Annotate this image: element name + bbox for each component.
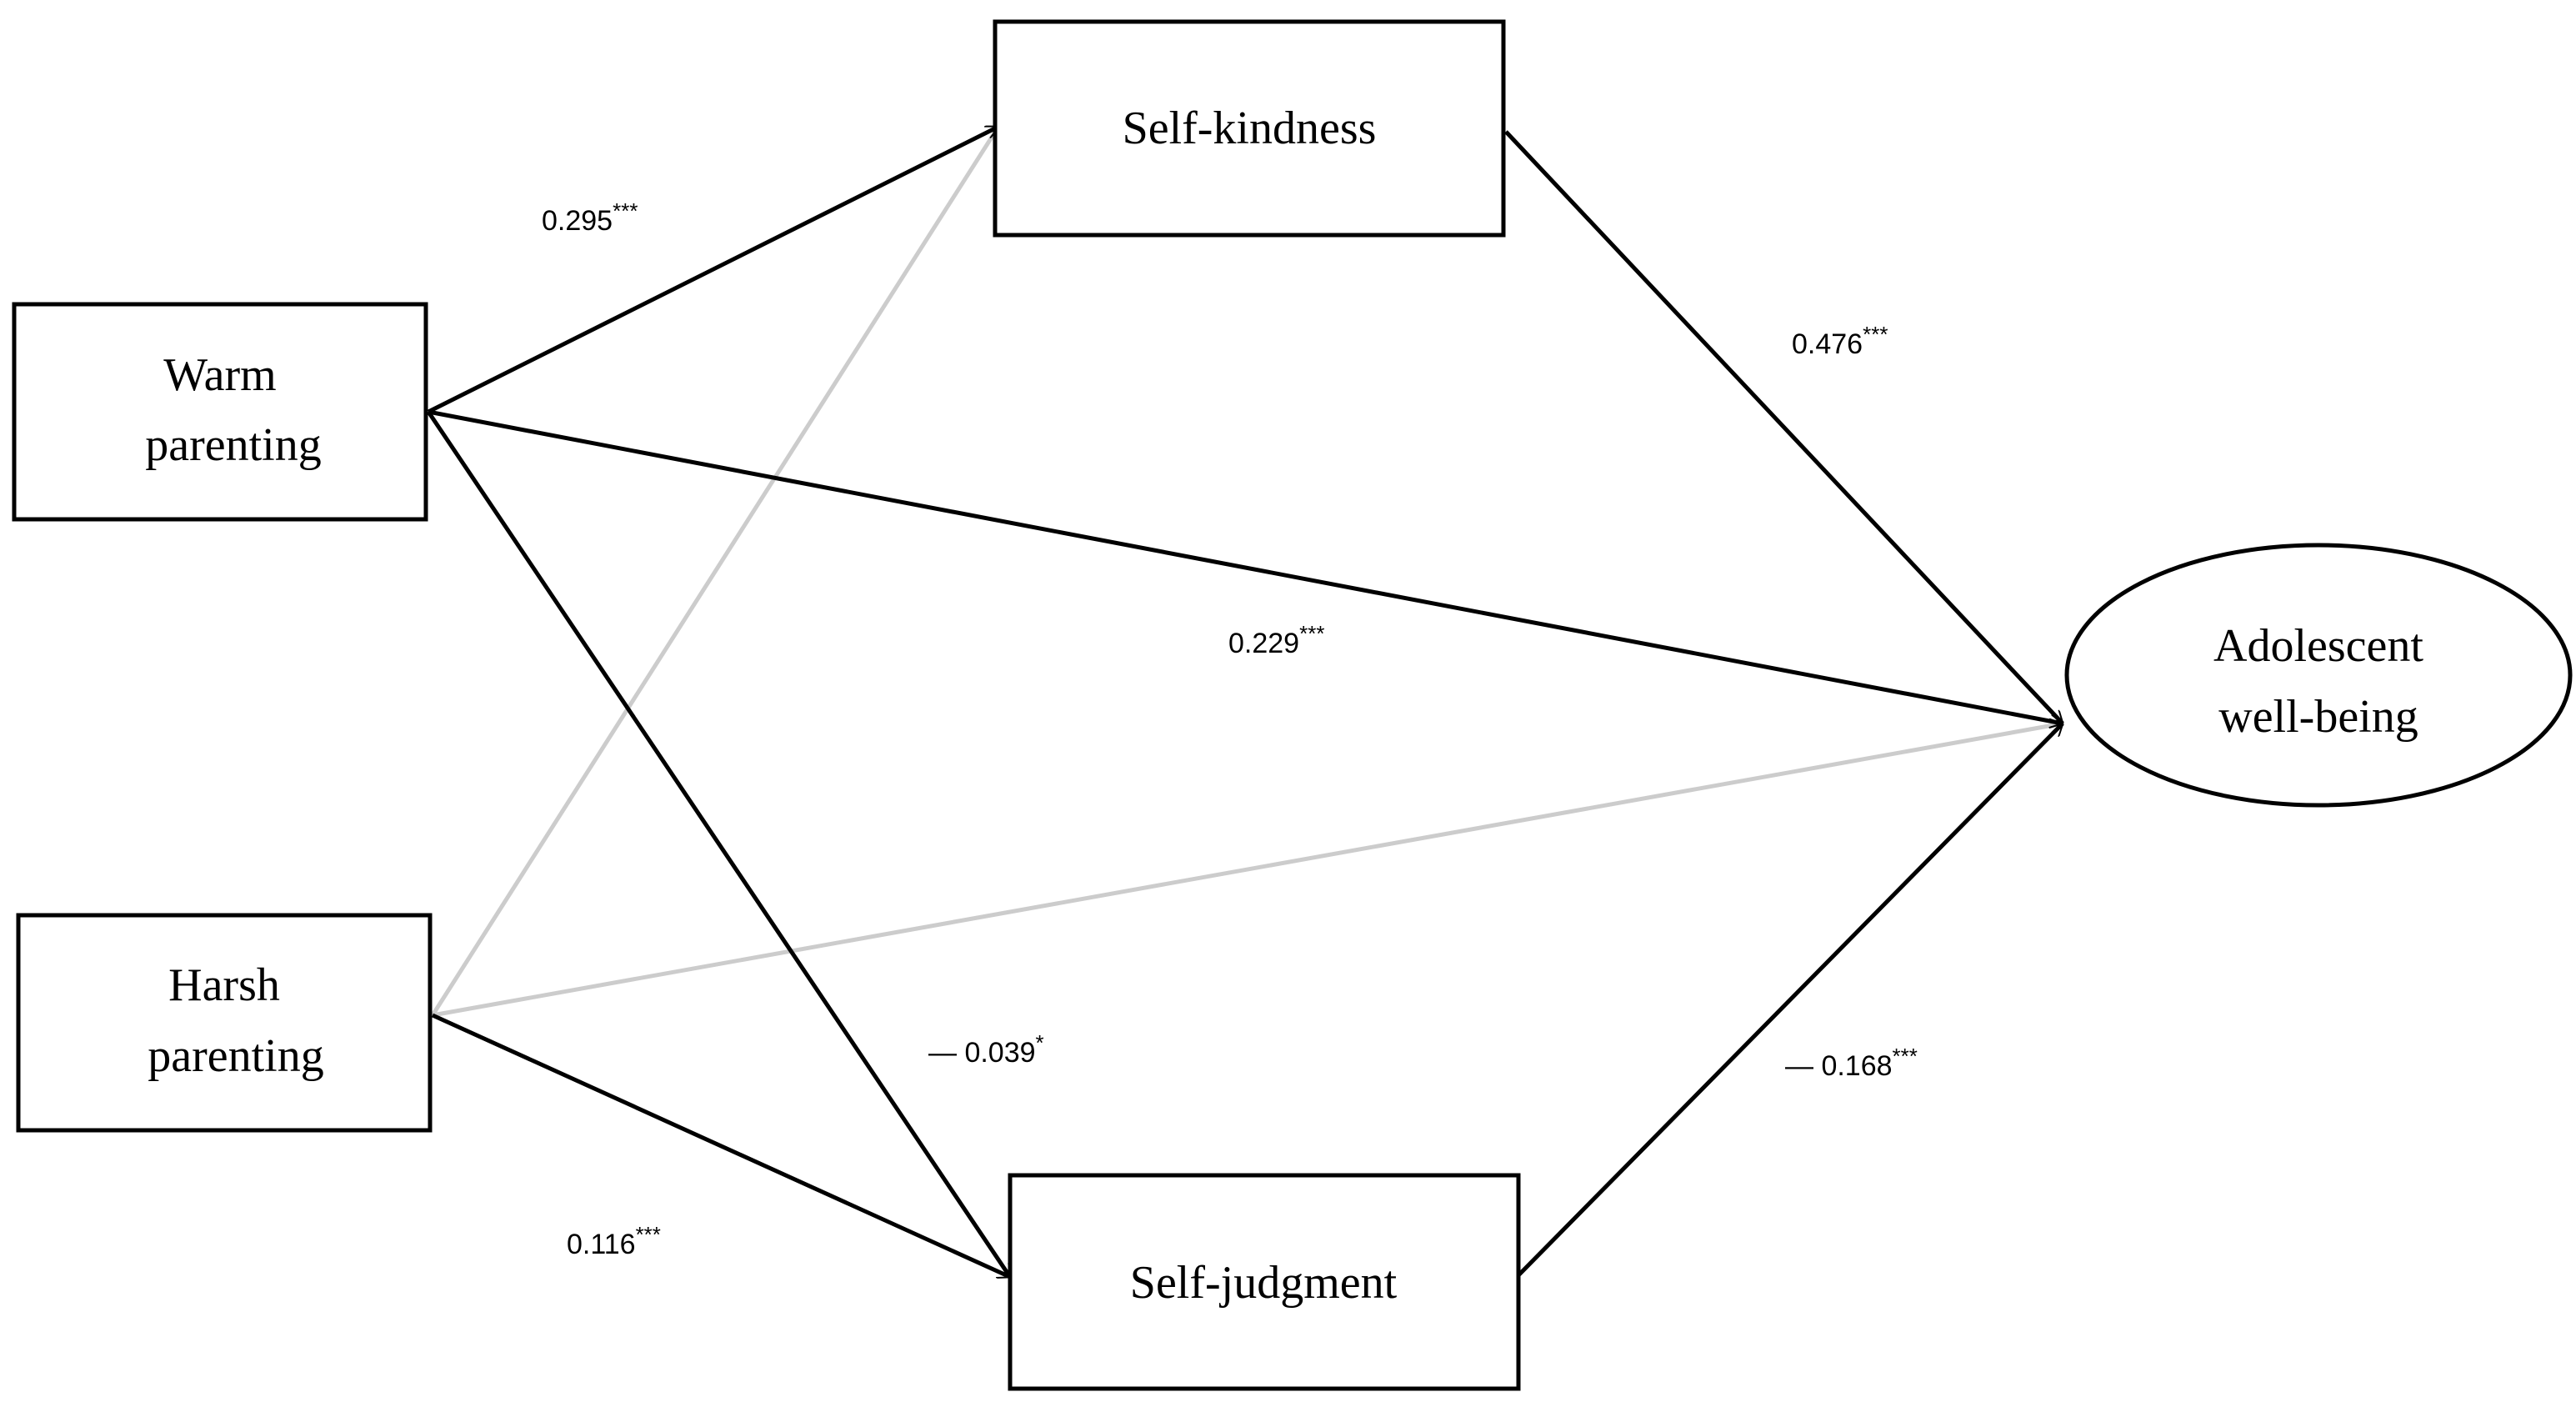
path-kindness-to-wellbeing <box>1504 130 2063 724</box>
node-adolescent-well-being: Adolescent well-being <box>2064 543 2573 808</box>
path-warm-to-wellbeing <box>428 409 2063 724</box>
node-self-kindness: Self-kindness <box>993 19 1506 238</box>
coef-judgment-to-wellbeing: — 0.168*** <box>1785 1044 1918 1082</box>
node-warm-parenting: Warm parenting <box>12 302 428 522</box>
path-harsh-to-wellbeing <box>432 724 2063 1018</box>
well-being-line1: Adolescent <box>2213 620 2423 672</box>
coef-warm-to-kindness: 0.295*** <box>542 198 638 237</box>
well-being-line2: well-being <box>2218 691 2418 743</box>
self-kindness-label: Self-kindness <box>1123 103 1377 154</box>
node-self-judgment: Self-judgment <box>1008 1173 1521 1391</box>
coef-harsh-to-judgment: 0.116*** <box>567 1222 661 1260</box>
warm-parenting-line1: Warm <box>163 349 276 401</box>
harsh-parenting-line1: Harsh <box>168 959 280 1011</box>
warm-parenting-line2: parenting <box>145 419 321 471</box>
coef-warm-to-judgment: — 0.039* <box>928 1030 1044 1069</box>
path-warm-to-judgment <box>426 410 1013 1277</box>
self-judgment-label: Self-judgment <box>1130 1257 1398 1309</box>
path-harsh-to-kindness <box>430 127 1001 1017</box>
path-harsh-to-judgment <box>431 1013 1010 1279</box>
coef-warm-to-wellbeing: 0.229*** <box>1228 621 1324 659</box>
path-judgment-to-wellbeing <box>1517 724 2063 1277</box>
harsh-parenting-line2: parenting <box>148 1030 323 1082</box>
path-warm-to-kindness <box>427 124 998 414</box>
node-harsh-parenting: Harsh parenting <box>16 913 433 1133</box>
coef-kindness-to-wellbeing: 0.476*** <box>1792 322 1888 360</box>
